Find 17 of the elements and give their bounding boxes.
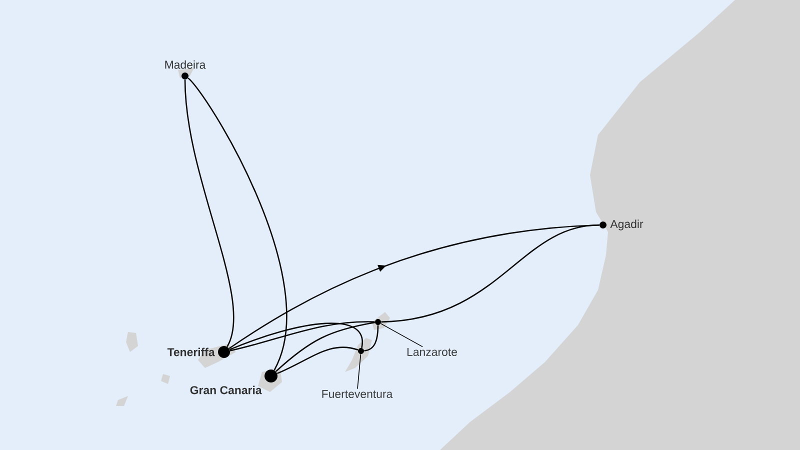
route-line <box>276 322 375 372</box>
port-label: Gran Canaria <box>190 386 262 394</box>
route-line <box>276 346 358 374</box>
leader-line <box>357 354 362 390</box>
port-label: Fuerteventura <box>322 390 393 398</box>
route-line <box>228 224 600 350</box>
route-line <box>381 224 600 323</box>
route-line <box>230 321 375 352</box>
port-label: Teneriffa <box>167 348 215 356</box>
port-label: Agadir <box>610 220 644 230</box>
route-line <box>184 80 234 347</box>
route-line <box>229 322 363 350</box>
leader-line <box>380 323 424 348</box>
route-line <box>188 78 288 370</box>
port-label: Madeira <box>165 60 206 69</box>
port-label: Lanzarote <box>407 348 457 356</box>
route-line <box>364 325 379 352</box>
